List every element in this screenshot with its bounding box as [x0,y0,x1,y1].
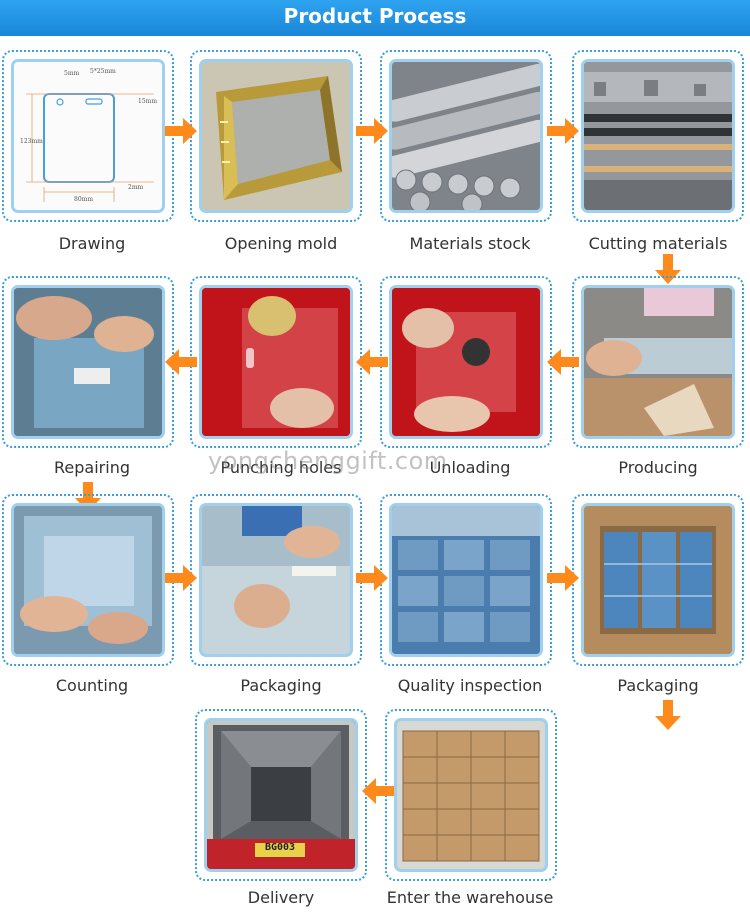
step-card-producing [572,276,744,448]
dim-label: 123mm [20,138,43,145]
dim-label: 80mm [74,196,94,203]
step-card-cutting-materials [572,50,744,222]
arrow-right-icon [547,565,579,591]
step-card-punching-holes [190,276,362,448]
packed-bags-image [389,503,543,657]
arrow-left-icon [547,349,579,375]
arrow-right-icon [356,118,388,144]
arrow-left-icon [356,349,388,375]
arrow-right-icon [356,565,388,591]
arrow-left-icon [165,349,197,375]
container-truck-image: BG003 [204,718,358,872]
step-label-packaging-carton: Packaging [617,676,699,695]
watermark-text: yongchenggift.com [208,447,448,475]
step-label-materials-stock: Materials stock [409,234,531,253]
license-plate: BG003 [264,842,296,853]
metal-mold-image [199,59,353,213]
arrow-right-icon [165,565,197,591]
step-card-packaging-carton [572,494,744,666]
step-label-packaging-bag: Packaging [240,676,322,695]
step-label-cutting-materials: Cutting materials [588,234,728,253]
step-label-quality-inspection: Quality inspection [397,676,543,695]
step-label-punching-holes: Punching holes [220,458,342,477]
step-label-counting: Counting [55,676,129,695]
step-card-enter-warehouse [385,709,557,881]
step-label-enter-warehouse: Enter the warehouse [386,888,554,907]
title-banner: Product Process [0,0,750,36]
arrow-right-icon [165,118,197,144]
technical-drawing-image: 5mm 5*25mm 15mm 123mm 2mm 80mm [11,59,165,213]
carton-box-image [581,503,735,657]
arrow-right-icon [547,118,579,144]
step-card-opening-mold [190,50,362,222]
bagging-hands-image [199,503,353,657]
step-label-repairing: Repairing [54,458,130,477]
stacked-cartons-image [394,718,548,872]
step-label-opening-mold: Opening mold [224,234,338,253]
dim-label: 5*25mm [90,68,116,75]
step-label-producing: Producing [618,458,698,477]
arrow-left-icon [362,778,394,804]
dim-label: 5mm [64,70,80,77]
material-rolls-image [389,59,543,213]
dim-label: 15mm [138,98,158,105]
unloading-hands-image [389,285,543,439]
step-card-drawing: 5mm 5*25mm 15mm 123mm 2mm 80mm [2,50,174,222]
step-label-unloading: Unloading [429,458,511,477]
repairing-hands-image [11,285,165,439]
counting-hands-image [11,503,165,657]
step-card-packaging-bag [190,494,362,666]
step-card-unloading [380,276,552,448]
page-title: Product Process [283,4,467,28]
step-card-repairing [2,276,174,448]
step-label-drawing: Drawing [58,234,126,253]
step-card-quality-inspection [380,494,552,666]
step-card-counting [2,494,174,666]
step-card-materials-stock [380,50,552,222]
sealing-machine-image [581,285,735,439]
cutting-machine-image [581,59,735,213]
step-card-delivery: BG003 [195,709,367,881]
arrow-down-icon [655,700,681,730]
dim-label: 2mm [128,184,144,191]
step-label-delivery: Delivery [247,888,315,907]
punching-hands-image [199,285,353,439]
